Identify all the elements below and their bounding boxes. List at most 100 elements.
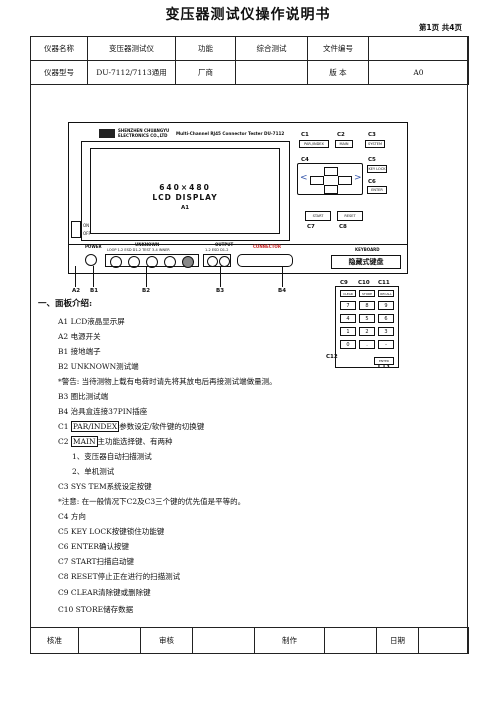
- arrow-right-key[interactable]: [338, 176, 352, 185]
- unknown-terminal[interactable]: [128, 256, 140, 268]
- key-lock-key[interactable]: KEY LOCK: [367, 165, 387, 173]
- store-key[interactable]: STORE: [359, 290, 375, 297]
- reset-key[interactable]: RESET: [337, 211, 363, 221]
- tag-c10: C10: [358, 280, 370, 286]
- fixture-37pin-socket[interactable]: [237, 254, 293, 267]
- enter-key[interactable]: ENTER: [367, 186, 387, 194]
- tag-c9: C9: [340, 280, 348, 286]
- direction-pad: < >: [297, 163, 363, 195]
- brand-line-2: ELECTRONICS CO.,LTD: [118, 133, 168, 138]
- unknown-terminal[interactable]: [146, 256, 158, 268]
- footer-cell: 日期: [376, 627, 419, 654]
- main-key[interactable]: MAIN: [335, 140, 353, 148]
- ratio-terminal[interactable]: [207, 256, 218, 267]
- body-line: C7 START扫描启动键: [58, 557, 135, 566]
- brand-logo: [99, 129, 115, 138]
- lcd-tag: A1: [180, 205, 190, 211]
- header-row-2: 仪器型号 DU-7112/7113通用 厂商 版 本 A0: [30, 60, 469, 85]
- arrow-up-key[interactable]: [324, 167, 338, 176]
- c1-label: C1: [301, 132, 309, 138]
- port-labels: LOOP 1-2 ESD D1-2 TEST 3-4 INNER: [107, 248, 170, 252]
- lcd-resolution: 640×480: [159, 183, 211, 192]
- tag-a2: A2: [72, 288, 81, 294]
- digit-key[interactable]: 5: [359, 314, 375, 323]
- output-sub-label: 1-2 ESD D1-2: [205, 248, 229, 252]
- digit-key[interactable]: 0: [340, 340, 356, 349]
- footer-cell: 核准: [30, 627, 79, 654]
- par-index-key[interactable]: PAR./INDEX: [299, 140, 329, 148]
- lcd-bezel: 640×480 LCD DISPLAY A1: [81, 141, 290, 241]
- callout-line: [146, 266, 147, 287]
- chevron-left-icon: <: [300, 173, 308, 183]
- body-line: C3 SYS TEM系统设定按键: [58, 482, 152, 491]
- c1-prefix: C1: [58, 422, 71, 431]
- warning-line: *警告: 当待测物上载有电荷时请先将其放电后再接测试端做量测。: [58, 377, 277, 386]
- digit-key[interactable]: 9: [378, 301, 394, 310]
- digit-key[interactable]: 2: [359, 327, 375, 336]
- brand-line-1: SHENZHEN CHUANGYU: [118, 128, 170, 133]
- header-table: 仪器名称 变压器测试仪 功能 综合测试 文件编号 仪器型号 DU-7112/71…: [30, 36, 469, 85]
- ratio-terminal-block: [203, 254, 231, 267]
- body-line: C5 KEY LOCK按键锁住功能键: [58, 527, 165, 536]
- clear-key[interactable]: CLEAR: [340, 290, 356, 297]
- digit-key[interactable]: 6: [378, 314, 394, 323]
- panel-divider: [69, 244, 407, 245]
- body-line: A1 LCD液晶显示屏: [58, 317, 125, 326]
- digit-key[interactable]: 1: [340, 327, 356, 336]
- power-switch[interactable]: [71, 221, 81, 238]
- digit-key[interactable]: 3: [378, 327, 394, 336]
- section-title: 一、面板介绍:: [38, 299, 93, 309]
- digit-key[interactable]: -: [378, 340, 394, 349]
- callout-line: [93, 266, 94, 287]
- recall-key[interactable]: RECALL: [378, 290, 394, 297]
- document-title: 变压器测试仪操作说明书: [165, 7, 331, 23]
- tag-b4: B4: [278, 288, 287, 294]
- digit-key[interactable]: .: [359, 340, 375, 349]
- arrow-left-key[interactable]: [310, 176, 324, 185]
- header-cell: 仪器型号: [30, 60, 88, 85]
- hidden-keyboard-label: 隐藏式键盘: [331, 255, 401, 269]
- header-cell: 版 本: [307, 60, 369, 85]
- footer-cell: [192, 627, 255, 654]
- body-line: C8 RESET停止正在进行的扫描测试: [58, 572, 181, 581]
- c6-label: C6: [368, 179, 376, 185]
- arrow-down-key[interactable]: [324, 185, 338, 194]
- footer-cell: 审核: [140, 627, 193, 654]
- power-off-label: OFF: [83, 231, 91, 236]
- digit-key[interactable]: 7: [340, 301, 356, 310]
- note-line: *注意: 在一般情况下C2及C3三个键的优先值是平等的。: [58, 497, 246, 506]
- header-cell: 仪器名称: [30, 36, 88, 61]
- output-label: OUTPUT: [215, 242, 234, 247]
- ground-terminal[interactable]: [85, 254, 97, 266]
- c8-label: C8: [339, 224, 347, 230]
- digit-key[interactable]: 8: [359, 301, 375, 310]
- ratio-terminal[interactable]: [219, 256, 230, 267]
- tag-c11: C11: [378, 280, 390, 286]
- system-key[interactable]: SYSTEM: [365, 140, 385, 148]
- c2-prefix: C2: [58, 437, 71, 446]
- keyboard-label: KEYBOARD: [355, 247, 380, 252]
- unknown-terminal[interactable]: [182, 256, 194, 268]
- unknown-terminal[interactable]: [164, 256, 176, 268]
- chevron-right-icon: >: [354, 173, 362, 183]
- tag-c13: C13: [378, 364, 390, 370]
- connector-label: CONNECTOR: [253, 244, 281, 249]
- lcd-screen: 640×480 LCD DISPLAY A1: [90, 148, 280, 234]
- c4-label: C4: [301, 157, 309, 163]
- start-key[interactable]: START: [305, 211, 331, 221]
- body-line: B4 治具盒连接37PIN插座: [58, 407, 148, 416]
- c2-desc: 主功能选择键、有两种: [97, 437, 173, 446]
- body-line: C9 CLEAR清除键或删除键: [58, 588, 151, 597]
- body-line: C6 ENTER确认按键: [58, 542, 130, 551]
- c2-boxed-key: MAIN: [70, 436, 98, 447]
- power-label: POWER: [85, 244, 102, 249]
- power-on-label: ON: [83, 223, 90, 228]
- c5-label: C5: [368, 157, 376, 163]
- digit-key[interactable]: 4: [340, 314, 356, 323]
- header-cell: 变压器测试仪: [87, 36, 176, 61]
- keypad-enter-key[interactable]: ENTER: [374, 357, 394, 365]
- c7-label: C7: [307, 224, 315, 230]
- unknown-terminal[interactable]: [110, 256, 122, 268]
